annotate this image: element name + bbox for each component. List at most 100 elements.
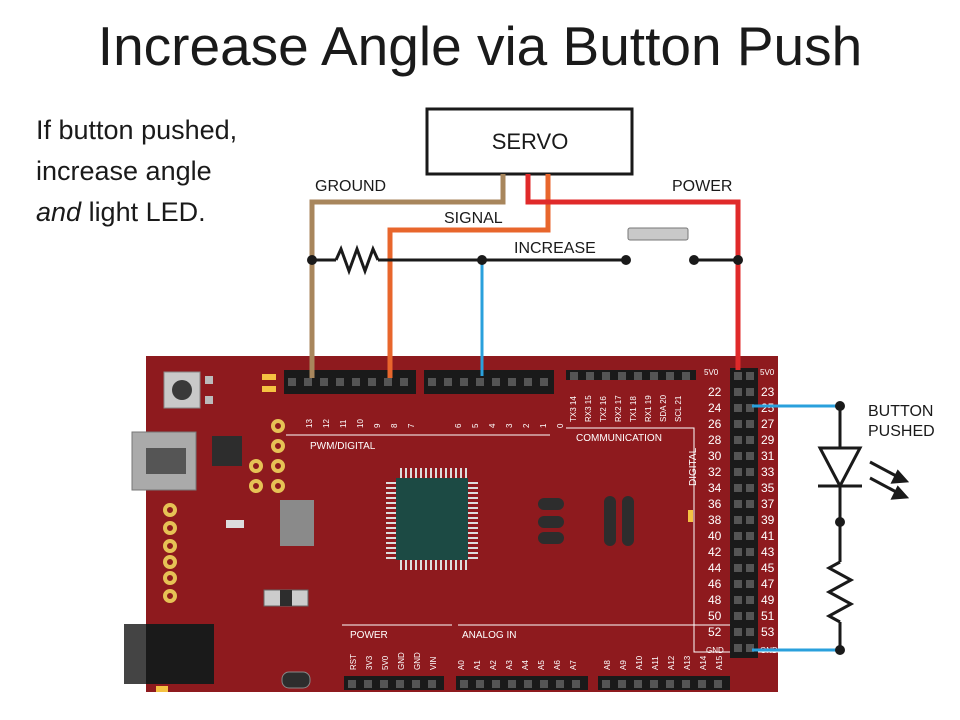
chip-pin (386, 487, 396, 489)
caption-line-3: and light LED. (36, 192, 237, 233)
digital-pin-label: 24 (708, 401, 722, 415)
comm-pin-label: TX1 18 (629, 396, 638, 422)
header-hole (682, 372, 690, 380)
jumper-block (538, 496, 693, 546)
digital-pin-label: 30 (708, 449, 722, 463)
analog-pin-label: A3 (505, 660, 514, 670)
chip-pin (386, 517, 396, 519)
analog-pin-label: A14 (699, 655, 708, 670)
header-hole (734, 564, 742, 572)
pwm-pin-label: 1 (539, 423, 548, 428)
pushbutton (627, 227, 689, 241)
ground-wire (309, 174, 506, 378)
digital-pin-label: 43 (761, 545, 775, 559)
header-hole (412, 680, 420, 688)
junction-dot (835, 401, 845, 411)
header-hole (746, 596, 754, 604)
chip-pin (410, 468, 412, 478)
header-hole (746, 580, 754, 588)
header-hole (746, 484, 754, 492)
chip-pin (460, 560, 462, 570)
junction-dot (835, 645, 845, 655)
comm-pin-label: RX3 15 (584, 395, 593, 422)
analog-pin-label: A4 (521, 660, 530, 670)
analog-label: ANALOG IN (462, 630, 516, 641)
chip-pin (468, 517, 478, 519)
header-hole (618, 372, 626, 380)
microcontroller (396, 478, 468, 560)
junction-dot (307, 255, 317, 265)
header-hole (746, 452, 754, 460)
chip-pin (450, 560, 452, 570)
header-hole (746, 372, 754, 380)
chip-pin (386, 492, 396, 494)
chip-pin (465, 560, 467, 570)
header-hole (650, 372, 658, 380)
servo-label: SERVO (492, 129, 569, 154)
signal-wire (387, 174, 551, 378)
header-hole (428, 378, 436, 386)
chip-pin (410, 560, 412, 570)
increase-label: INCREASE (514, 240, 596, 257)
power-pin-label: 3V3 (365, 655, 374, 670)
analog-header-b (598, 676, 730, 690)
junction-dot (477, 255, 487, 265)
digital-pin-label: 25 (761, 401, 775, 415)
header-hole (570, 372, 578, 380)
header-hole (746, 516, 754, 524)
led-symbol (817, 446, 863, 490)
header-hole (586, 372, 594, 380)
chip-pin (386, 522, 396, 524)
analog-pin-label: A7 (569, 660, 578, 670)
smd-resistor-body (280, 590, 292, 606)
chip-pin (415, 468, 417, 478)
digital-pin-label: 40 (708, 529, 722, 543)
header-hole (734, 596, 742, 604)
led-indicator (262, 374, 276, 380)
pwm-pin-label: 3 (505, 423, 514, 428)
header-hole (746, 404, 754, 412)
power-pin-label: GND (397, 652, 406, 670)
chip-pin (468, 557, 478, 559)
chip-pin (386, 532, 396, 534)
header-hole (734, 628, 742, 636)
header-hole (618, 680, 626, 688)
chip-pin (468, 512, 478, 514)
digital-pin-label: 50 (708, 609, 722, 623)
chip-pin (468, 542, 478, 544)
header-hole (602, 372, 610, 380)
junction-dot (835, 517, 845, 527)
header-hole (348, 680, 356, 688)
chip-pin (405, 468, 407, 478)
led-resistor (825, 560, 855, 624)
digital-pin-label: 26 (708, 417, 722, 431)
pwm-label: PWM/DIGITAL (310, 441, 376, 452)
chip-pin (386, 537, 396, 539)
header-hole (524, 378, 532, 386)
digital-pin-label: 53 (761, 625, 775, 639)
digital-pin-label: 37 (761, 497, 775, 511)
header-hole (734, 372, 742, 380)
header-hole (666, 372, 674, 380)
header-hole (746, 436, 754, 444)
chip-pin (386, 547, 396, 549)
chip-pin (450, 468, 452, 478)
chip-pin (468, 482, 478, 484)
digital-pin-label: 31 (761, 449, 775, 463)
chip-pin (415, 560, 417, 570)
header-hole (734, 404, 742, 412)
header-hole (444, 378, 452, 386)
header-hole (746, 468, 754, 476)
communication-label: COMMUNICATION (576, 433, 662, 444)
chip-pin (460, 468, 462, 478)
comm-pin-label: TX3 14 (569, 396, 578, 422)
power-pin-label: RST (349, 654, 358, 670)
caption-line-1: If button pushed, (36, 115, 238, 145)
header-hole (492, 680, 500, 688)
comm-pin-label: SDA 20 (659, 394, 668, 422)
header-hole (634, 680, 642, 688)
header-hole (734, 452, 742, 460)
caption-emphasis: and (36, 197, 82, 227)
